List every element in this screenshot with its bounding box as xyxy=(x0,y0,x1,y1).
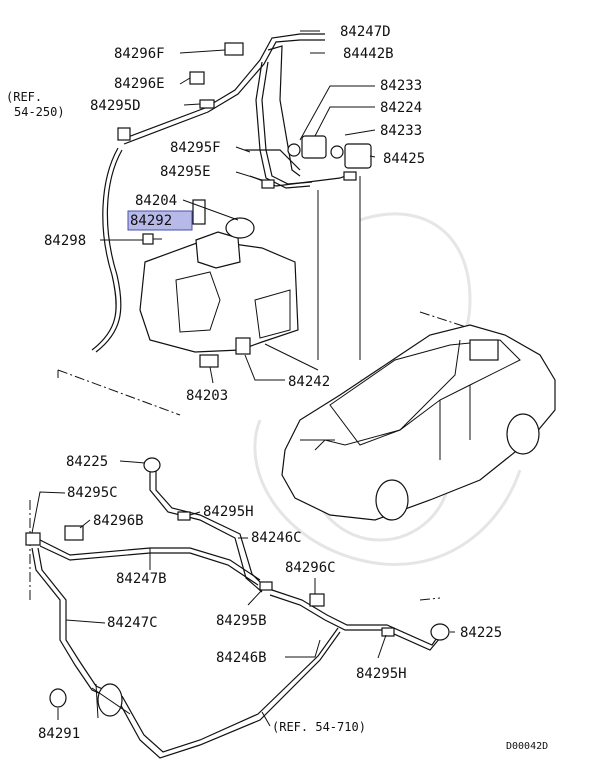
label-84296F[interactable]: 84296F xyxy=(114,46,165,62)
drawing-code: D00042D xyxy=(506,741,548,752)
pump-84242 xyxy=(235,337,251,355)
label-84442B[interactable]: 84442B xyxy=(343,46,394,62)
label-84247B[interactable]: 84247B xyxy=(116,571,167,587)
label-84247C[interactable]: 84247C xyxy=(107,615,158,631)
label-84242[interactable]: 84242 xyxy=(288,374,330,390)
grommet-84291 xyxy=(49,688,67,708)
label-84203[interactable]: 84203 xyxy=(186,388,228,404)
joint-84295B xyxy=(259,581,273,591)
label-84295D[interactable]: 84295D xyxy=(90,98,141,114)
ref-54-710: (REF. 54-710) xyxy=(272,720,366,734)
joint-84295H-bottom xyxy=(381,627,395,637)
boundary-dashed-line xyxy=(57,311,501,416)
grommet-large xyxy=(91,683,131,719)
leader-lines xyxy=(31,30,455,727)
nozzle-84225-right xyxy=(430,623,450,641)
boundary-bottom xyxy=(29,500,441,601)
label-84295E[interactable]: 84295E xyxy=(160,164,211,180)
bracket-84203 xyxy=(199,354,219,368)
label-84296C[interactable]: 84296C xyxy=(285,560,336,576)
long-washer-hose xyxy=(91,147,119,351)
label-84291[interactable]: 84291 xyxy=(38,726,80,742)
clip-84296E xyxy=(189,71,205,85)
hose-84246C xyxy=(149,470,263,593)
highlight-box-84292 xyxy=(127,210,193,231)
joint-84295D xyxy=(199,99,215,109)
label-84225-b[interactable]: 84225 xyxy=(460,625,502,641)
joint-84295C xyxy=(25,532,41,546)
label-84225-a[interactable]: 84225 xyxy=(66,454,108,470)
nozzle-84225-left xyxy=(143,457,161,473)
label-84295B[interactable]: 84295B xyxy=(216,613,267,629)
label-84295H-top[interactable]: 84295H xyxy=(203,504,254,520)
hose-84247C xyxy=(31,547,116,701)
label-84296E[interactable]: 84296E xyxy=(114,76,165,92)
label-84224[interactable]: 84224 xyxy=(380,100,422,116)
label-84246C[interactable]: 84246C xyxy=(251,530,302,546)
clip-84296F xyxy=(224,42,244,56)
label-84295H-bottom[interactable]: 84295H xyxy=(356,666,407,682)
car-outline xyxy=(281,324,556,521)
label-84298[interactable]: 84298 xyxy=(44,233,86,249)
label-84425[interactable]: 84425 xyxy=(383,151,425,167)
label-84204[interactable]: 84204 xyxy=(135,193,177,209)
hose-84247B xyxy=(39,539,261,581)
label-84246B[interactable]: 84246B xyxy=(216,650,267,666)
label-84233-a[interactable]: 84233 xyxy=(380,78,422,94)
washer-reservoir-tank xyxy=(139,199,299,368)
ref-54-250-line2: 54-250) xyxy=(14,105,65,119)
label-84296B[interactable]: 84296B xyxy=(93,513,144,529)
bracket-84292 xyxy=(192,199,206,225)
long-bottom-hose xyxy=(117,631,341,759)
joint-84295F xyxy=(343,171,357,181)
nozzle-84224 xyxy=(287,135,327,159)
label-84295C[interactable]: 84295C xyxy=(67,485,118,501)
clamp-84298 xyxy=(142,233,162,245)
clip-84296B xyxy=(64,525,84,541)
label-84247D[interactable]: 84247D xyxy=(340,24,391,40)
clip-84296C xyxy=(309,593,325,607)
nozzle-84425 xyxy=(330,143,372,169)
ref-54-250-line1: (REF. xyxy=(6,90,42,104)
label-84233-b[interactable]: 84233 xyxy=(380,123,422,139)
joint-84295H-top xyxy=(177,511,191,521)
joint-top-left xyxy=(117,127,131,141)
joint-84295E xyxy=(261,179,275,189)
label-84295F[interactable]: 84295F xyxy=(170,140,221,156)
label-84292[interactable]: 84292 xyxy=(130,213,172,229)
hose-84246B xyxy=(269,594,446,651)
